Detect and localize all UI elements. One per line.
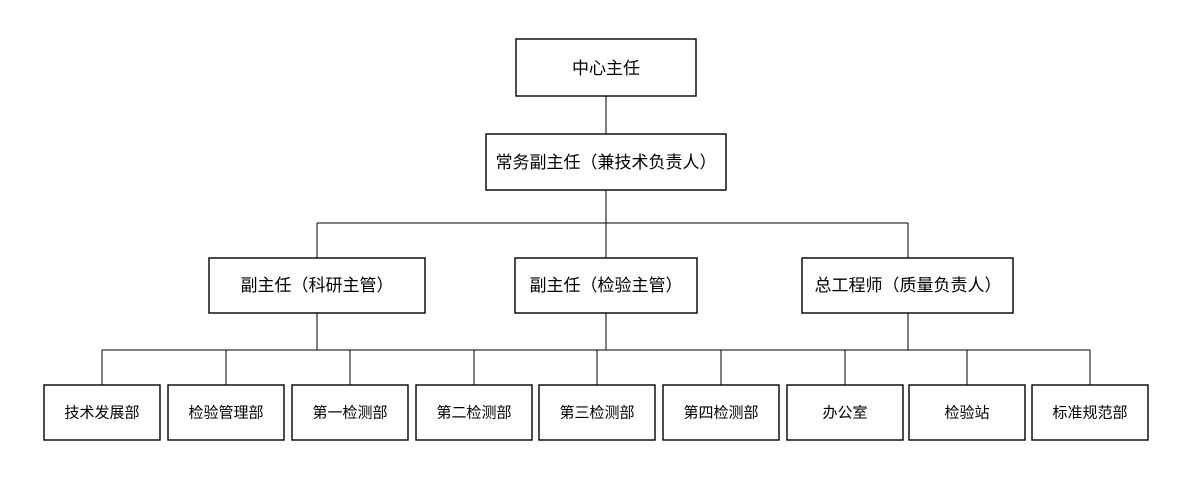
node-box-l3-3[interactable] [801,257,1014,314]
node-label-l4-3: 第一检测部 [312,404,387,422]
node-label-l3-1: 副主任（科研主管） [241,276,394,296]
node-label-l4-1: 技术发展部 [64,404,139,422]
node-box-l1-1[interactable] [515,38,697,97]
node-standards-specification-dept[interactable]: 标准规范部 [1031,384,1149,441]
node-office[interactable]: 办公室 [786,384,904,441]
node-label-l4-8: 检验站 [944,404,989,422]
node-label-l4-6: 第四检测部 [683,404,758,422]
node-label-l4-5: 第三检测部 [559,404,634,422]
node-second-testing-dept[interactable]: 第二检测部 [415,384,533,441]
node-third-testing-dept[interactable]: 第三检测部 [538,384,656,441]
node-fourth-testing-dept[interactable]: 第四检测部 [662,384,780,441]
connector-group [101,96,1091,385]
node-box-l4-4[interactable] [415,384,533,441]
node-label-l4-2: 检验管理部 [188,404,263,422]
node-box-l4-5[interactable] [538,384,656,441]
node-box-l4-1[interactable] [43,384,161,441]
node-box-l3-2[interactable] [514,257,698,314]
node-first-testing-dept[interactable]: 第一检测部 [291,384,409,441]
node-inspection-management-dept[interactable]: 检验管理部 [167,384,285,441]
node-label-l2-1: 常务副主任（兼技术负责人） [496,153,717,173]
node-label-l4-9: 标准规范部 [1052,404,1127,422]
node-center-director[interactable]: 中心主任 [515,38,697,97]
node-label-l3-3: 总工程师（质量负责人） [815,276,1002,296]
node-inspection-station[interactable]: 检验站 [908,384,1026,441]
node-box-l4-9[interactable] [1031,384,1149,441]
node-box-l2-1[interactable] [485,133,727,191]
node-box-l4-8[interactable] [908,384,1026,441]
node-label-l4-7: 办公室 [822,404,867,422]
node-box-l3-1[interactable] [208,257,426,314]
node-tech-development-dept[interactable]: 技术发展部 [43,384,161,441]
node-box-l4-2[interactable] [167,384,285,441]
node-deputy-director-research[interactable]: 副主任（科研主管） [208,257,426,314]
node-box-l4-3[interactable] [291,384,409,441]
node-chief-engineer-quality[interactable]: 总工程师（质量负责人） [801,257,1014,314]
node-label-l4-4: 第二检测部 [436,404,511,422]
node-box-l4-6[interactable] [662,384,780,441]
node-label-l3-2: 副主任（检验主管） [530,276,683,296]
node-deputy-director-inspection[interactable]: 副主任（检验主管） [514,257,698,314]
node-box-l4-7[interactable] [786,384,904,441]
node-label-l1-1: 中心主任 [572,59,640,79]
node-executive-deputy-director[interactable]: 常务副主任（兼技术负责人） [485,133,727,191]
